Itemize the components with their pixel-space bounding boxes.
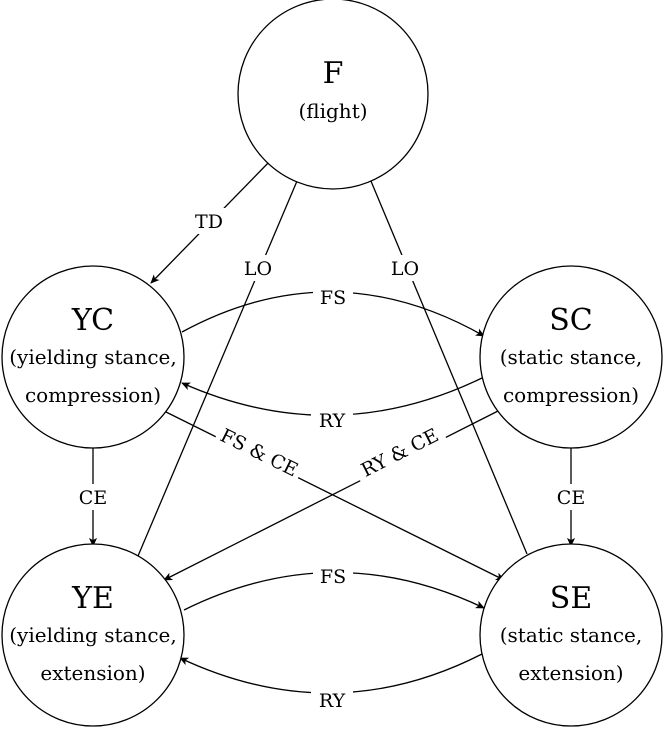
node-static-extension: SE (static stance, extension) [479,543,663,727]
node-se-title: SE [550,581,592,616]
edge-label-fs-top: FS [320,287,346,309]
edge-label-ry-middle: RY [319,410,346,432]
edge-ye-to-f: LO [137,173,301,557]
node-sc-line2: compression) [503,383,639,407]
edge-label-ce-left: CE [79,487,107,509]
node-ye-line1: (yielding stance, [9,623,176,647]
edge-label-lo-left: LO [244,258,272,280]
edge-sc-to-yc: RY [181,377,483,433]
node-static-compression: SC (static stance, compression) [479,265,663,449]
node-ye-title: YE [71,581,114,616]
edge-f-to-yc: TD [150,159,272,284]
node-flight-title: F [323,56,344,91]
edge-label-fs-bottom: FS [320,566,346,588]
edge-yc-to-ye: CE [72,448,114,547]
edge-label-lo-right: LO [391,258,419,280]
node-se-line1: (static stance, [500,623,643,647]
edge-yc-to-sc: FS [181,284,485,337]
node-yc-title: YC [71,303,114,338]
node-se-line2: extension) [518,661,623,685]
node-sc-title: SC [549,303,593,338]
edge-label-fs-ce: FS & CE [217,425,302,482]
node-sc-line1: (static stance, [500,345,643,369]
node-ye-line2: extension) [40,661,145,685]
edge-label-ce-right: CE [557,487,585,509]
edge-ye-to-se: FS [183,563,485,611]
edge-se-to-f: LO [367,173,528,555]
edge-label-ry-ce: RY & CE [358,424,443,481]
node-flight-subtitle: (flight) [298,99,367,123]
node-yc-line1: (yielding stance, [9,345,176,369]
edge-sc-to-se: CE [550,448,592,547]
edge-label-ry-bottom: RY [319,690,346,712]
node-yielding-extension: YE (yielding stance, extension) [1,543,185,727]
edge-label-td: TD [195,211,223,233]
node-yc-line2: compression) [25,383,161,407]
node-yielding-compression: YC (yielding stance, compression) [1,265,185,449]
node-flight: F (flight) [237,0,429,190]
edge-se-to-ye: RY [179,653,483,713]
